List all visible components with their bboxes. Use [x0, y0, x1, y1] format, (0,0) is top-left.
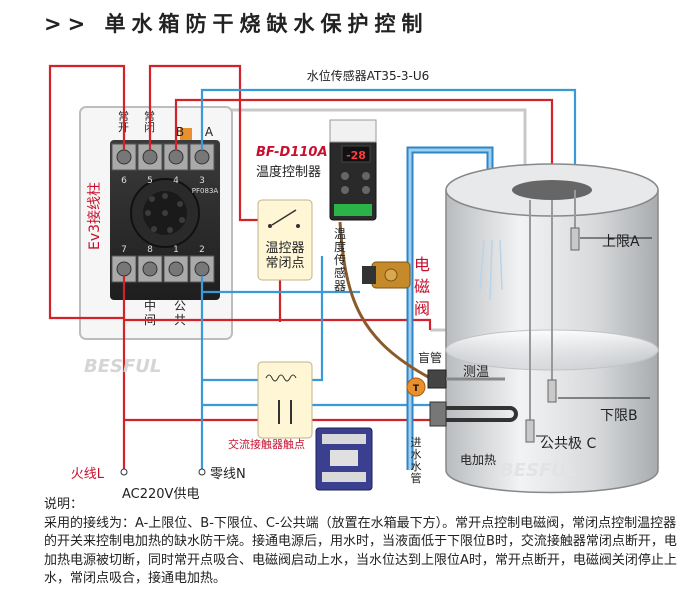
relay-label-b: B [176, 125, 184, 139]
pin-label: 1 [173, 245, 179, 255]
neutral-terminal [198, 468, 206, 476]
pin-label: 2 [199, 245, 205, 255]
neutral-label: 零线N [210, 467, 246, 482]
page-title: >> 单水箱防干烧缺水保护控制 [44, 12, 429, 36]
common-label: 公共极 C [540, 436, 596, 452]
brand-watermark-tank: BESFUL [500, 460, 577, 481]
level-probes [525, 190, 580, 443]
temperature-controller: -28 [329, 119, 377, 221]
temp-sensor-cable [338, 221, 431, 380]
solenoid-label: 电磁阀 [414, 255, 430, 318]
live-terminal [120, 468, 128, 476]
lower-limit-label: 下限B [600, 408, 638, 424]
power-label: AC220V供电 [122, 487, 199, 502]
thermo-contact-label: 温控器常闭点 [265, 241, 304, 271]
upper-limit-label: 上限A [602, 234, 640, 250]
sensor-title: 水位传感器AT35-3-U6 [307, 68, 430, 83]
explanation-notes: 说明： 采用的接线为：A-上限位、B-下限位、C-公共端（放置在水箱最下方）。常… [44, 496, 684, 589]
thermo-contact-box [257, 199, 313, 281]
relay-label-common: 公共 [174, 299, 186, 327]
relay-model: PF083A [192, 187, 219, 195]
pin-label: 3 [199, 176, 205, 186]
temp-probe: T [406, 369, 505, 397]
controller-display: -28 [346, 149, 366, 162]
solenoid-valve [362, 261, 411, 289]
contactor-label: 交流接触器触点 [228, 437, 305, 451]
blind-pipe-label: 盲管 [418, 350, 442, 365]
pin-label: 5 [147, 176, 153, 186]
pin-label: 6 [121, 176, 127, 186]
controller-name: 温度控制器 [256, 164, 321, 180]
controller-model: BF-D110A [256, 145, 328, 160]
inlet-pipe-label: 进水水管 [411, 436, 422, 485]
blue-wires [200, 88, 577, 470]
heater-element [429, 401, 518, 427]
pin-label: 4 [173, 176, 179, 186]
notes-body: 采用的接线为：A-上限位、B-下限位、C-公共端（放置在水箱最下方）。常开点控制… [44, 515, 677, 587]
water-stream [479, 239, 503, 301]
label-leaders [536, 237, 652, 437]
brand-watermark: BESFUL [84, 356, 161, 377]
measure-temp-label: 测温 [463, 365, 489, 380]
contactor-symbol-box [257, 361, 313, 439]
relay-side-label: Ev3接线柱 [86, 182, 103, 250]
contactor-device [315, 427, 373, 491]
relay-label-a: A [205, 125, 214, 139]
notes-heading: 说明： [44, 497, 84, 512]
pin-label: 7 [121, 245, 127, 255]
svg-text:T: T [413, 384, 420, 394]
relay-label-middle: 中间 [144, 298, 156, 327]
pin-label: 8 [147, 245, 153, 255]
heater-label: 电加热 [460, 453, 496, 467]
relay-socket [110, 128, 220, 300]
temp-sensor-label: 温度传感器 [334, 227, 346, 293]
live-label: 火线L [71, 467, 105, 482]
relay-pin-tab [180, 128, 192, 140]
